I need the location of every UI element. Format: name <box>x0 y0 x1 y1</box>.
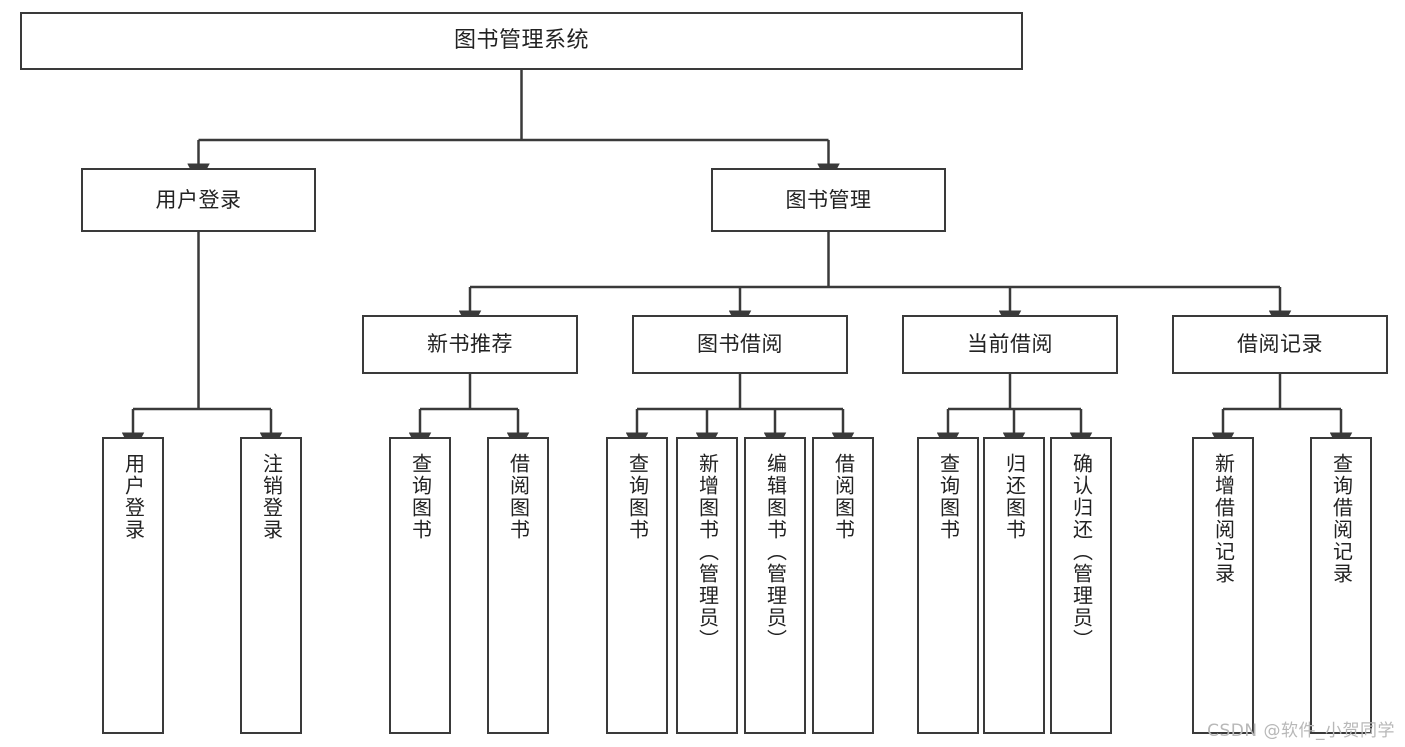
edge-paths <box>121 70 1353 454</box>
node-label: 图书管理系统 <box>453 28 589 54</box>
node-label: 确认归还（管理员） <box>1069 453 1094 651</box>
node-label: 当前借阅 <box>967 332 1053 357</box>
watermark-label: CSDN @软件_小贺同学 <box>1207 721 1395 741</box>
node-root[interactable]: 图书管理系统 <box>20 12 1023 70</box>
node-leaf-5[interactable]: 查询图书 <box>606 437 668 734</box>
node-label: 新增图书（管理员） <box>695 453 720 651</box>
node-label: 查询借阅记录 <box>1329 453 1354 585</box>
node-leaf-12[interactable]: 新增借阅记录 <box>1192 437 1254 734</box>
node-leaf-3[interactable]: 查询图书 <box>389 437 451 734</box>
node-leaf-1[interactable]: 用户登录 <box>102 437 164 734</box>
node-bookmgmt[interactable]: 图书管理 <box>711 168 946 232</box>
node-label: 新增借阅记录 <box>1211 453 1236 585</box>
node-label: 用户登录 <box>121 453 146 541</box>
node-label: 借阅记录 <box>1237 332 1323 357</box>
node-label: 用户登录 <box>155 187 242 212</box>
node-leaf-7[interactable]: 编辑图书（管理员） <box>744 437 806 734</box>
node-label: 查询图书 <box>408 453 433 541</box>
node-leaf-10[interactable]: 归还图书 <box>983 437 1045 734</box>
node-leaf-4[interactable]: 借阅图书 <box>487 437 549 734</box>
node-label: 新书推荐 <box>427 332 513 357</box>
node-label: 图书管理 <box>785 187 872 212</box>
node-login[interactable]: 用户登录 <box>81 168 316 232</box>
node-leaf-8[interactable]: 借阅图书 <box>812 437 874 734</box>
node-label: 借阅图书 <box>831 453 856 541</box>
node-leaf-11[interactable]: 确认归还（管理员） <box>1050 437 1112 734</box>
node-records[interactable]: 借阅记录 <box>1172 315 1388 374</box>
node-current[interactable]: 当前借阅 <box>902 315 1118 374</box>
node-label: 归还图书 <box>1002 453 1027 541</box>
node-label: 查询图书 <box>625 453 650 541</box>
node-label: 借阅图书 <box>506 453 531 541</box>
node-borrow[interactable]: 图书借阅 <box>632 315 848 374</box>
node-label: 注销登录 <box>259 453 284 541</box>
node-newbook[interactable]: 新书推荐 <box>362 315 578 374</box>
node-leaf-2[interactable]: 注销登录 <box>240 437 302 734</box>
node-leaf-9[interactable]: 查询图书 <box>917 437 979 734</box>
node-label: 编辑图书（管理员） <box>763 453 788 651</box>
node-label: 图书借阅 <box>697 332 783 357</box>
node-leaf-13[interactable]: 查询借阅记录 <box>1310 437 1372 734</box>
node-label: 查询图书 <box>936 453 961 541</box>
node-leaf-6[interactable]: 新增图书（管理员） <box>676 437 738 734</box>
